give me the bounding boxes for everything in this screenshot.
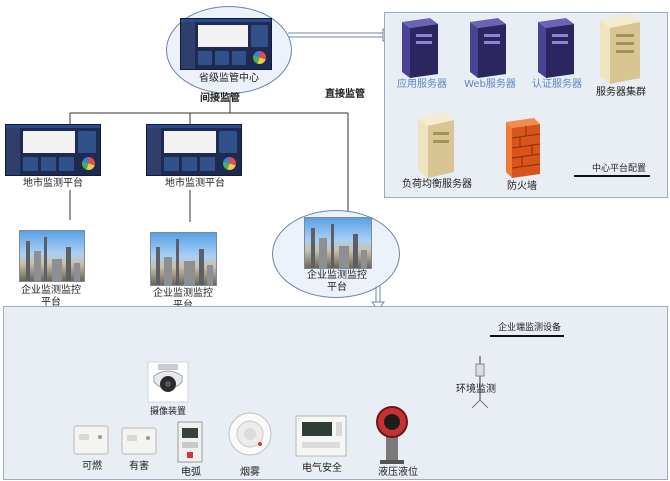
app-server-icon: [402, 18, 438, 78]
camera-icon: [147, 361, 189, 403]
gas-detector-icon: [73, 425, 109, 455]
enterprise-platform-right-label: 企业监测监控平台: [307, 270, 367, 293]
smoke-label: 烟雾: [240, 467, 260, 478]
enterprise-platform-left-label: 企业监测监控平台: [21, 285, 81, 308]
direct-supervision-label: 直接监管: [325, 89, 365, 100]
toxic-label: 有害: [129, 461, 149, 472]
city-platform-right-label: 地市监测平台: [165, 178, 225, 189]
province-dashboard-screenshot: [180, 18, 272, 70]
enterprise-device-underline: [490, 335, 564, 337]
env-sensor-icon: [471, 356, 489, 409]
central-platform-title: 中心平台配置: [592, 164, 647, 174]
level-gauge-label: 液压液位: [378, 467, 418, 478]
load-balancer-icon: [418, 112, 454, 178]
smoke-detector-icon: [228, 412, 272, 456]
web-server-label: Web服务器: [464, 79, 516, 90]
auth-server-label: 认证服务器: [532, 79, 582, 90]
electrical-safety-icon: [295, 415, 347, 457]
enterprise-platform-middle-label: 企业监测监控平台: [153, 288, 213, 311]
city-platform-left-screenshot: [5, 124, 101, 176]
load-balancer-label: 负荷均衡服务器: [402, 179, 472, 190]
toxic-detector-icon: [121, 427, 157, 455]
level-gauge-icon: [376, 406, 408, 464]
city-platform-left-label: 地市监测平台: [23, 178, 83, 189]
arc-label: 电弧: [181, 467, 201, 478]
enterprise-plant-left-photo: [19, 230, 85, 282]
enterprise-device-title: 企业端监测设备: [498, 323, 562, 333]
server-cluster-icon: [600, 14, 640, 84]
app-server-label: 应用服务器: [397, 79, 447, 90]
province-center-label: 省级监管中心: [199, 73, 259, 84]
firewall-label: 防火墙: [507, 181, 537, 192]
arc-detector-icon: [177, 421, 203, 463]
firewall-icon: [506, 118, 541, 178]
auth-server-icon: [538, 18, 574, 78]
combustible-label: 可燃: [82, 461, 102, 472]
env-monitor-label: 环境监测: [456, 384, 496, 395]
web-server-icon: [470, 18, 506, 78]
enterprise-plant-middle-photo: [150, 232, 217, 286]
enterprise-plant-right-photo: [304, 217, 372, 269]
camera-label: 摄像装置: [149, 407, 187, 417]
server-cluster-label: 服务器集群: [596, 87, 646, 98]
electrical-safety-label: 电气安全: [302, 463, 342, 474]
city-platform-right-screenshot: [146, 124, 242, 176]
indirect-supervision-label: 间接监管: [200, 93, 240, 104]
